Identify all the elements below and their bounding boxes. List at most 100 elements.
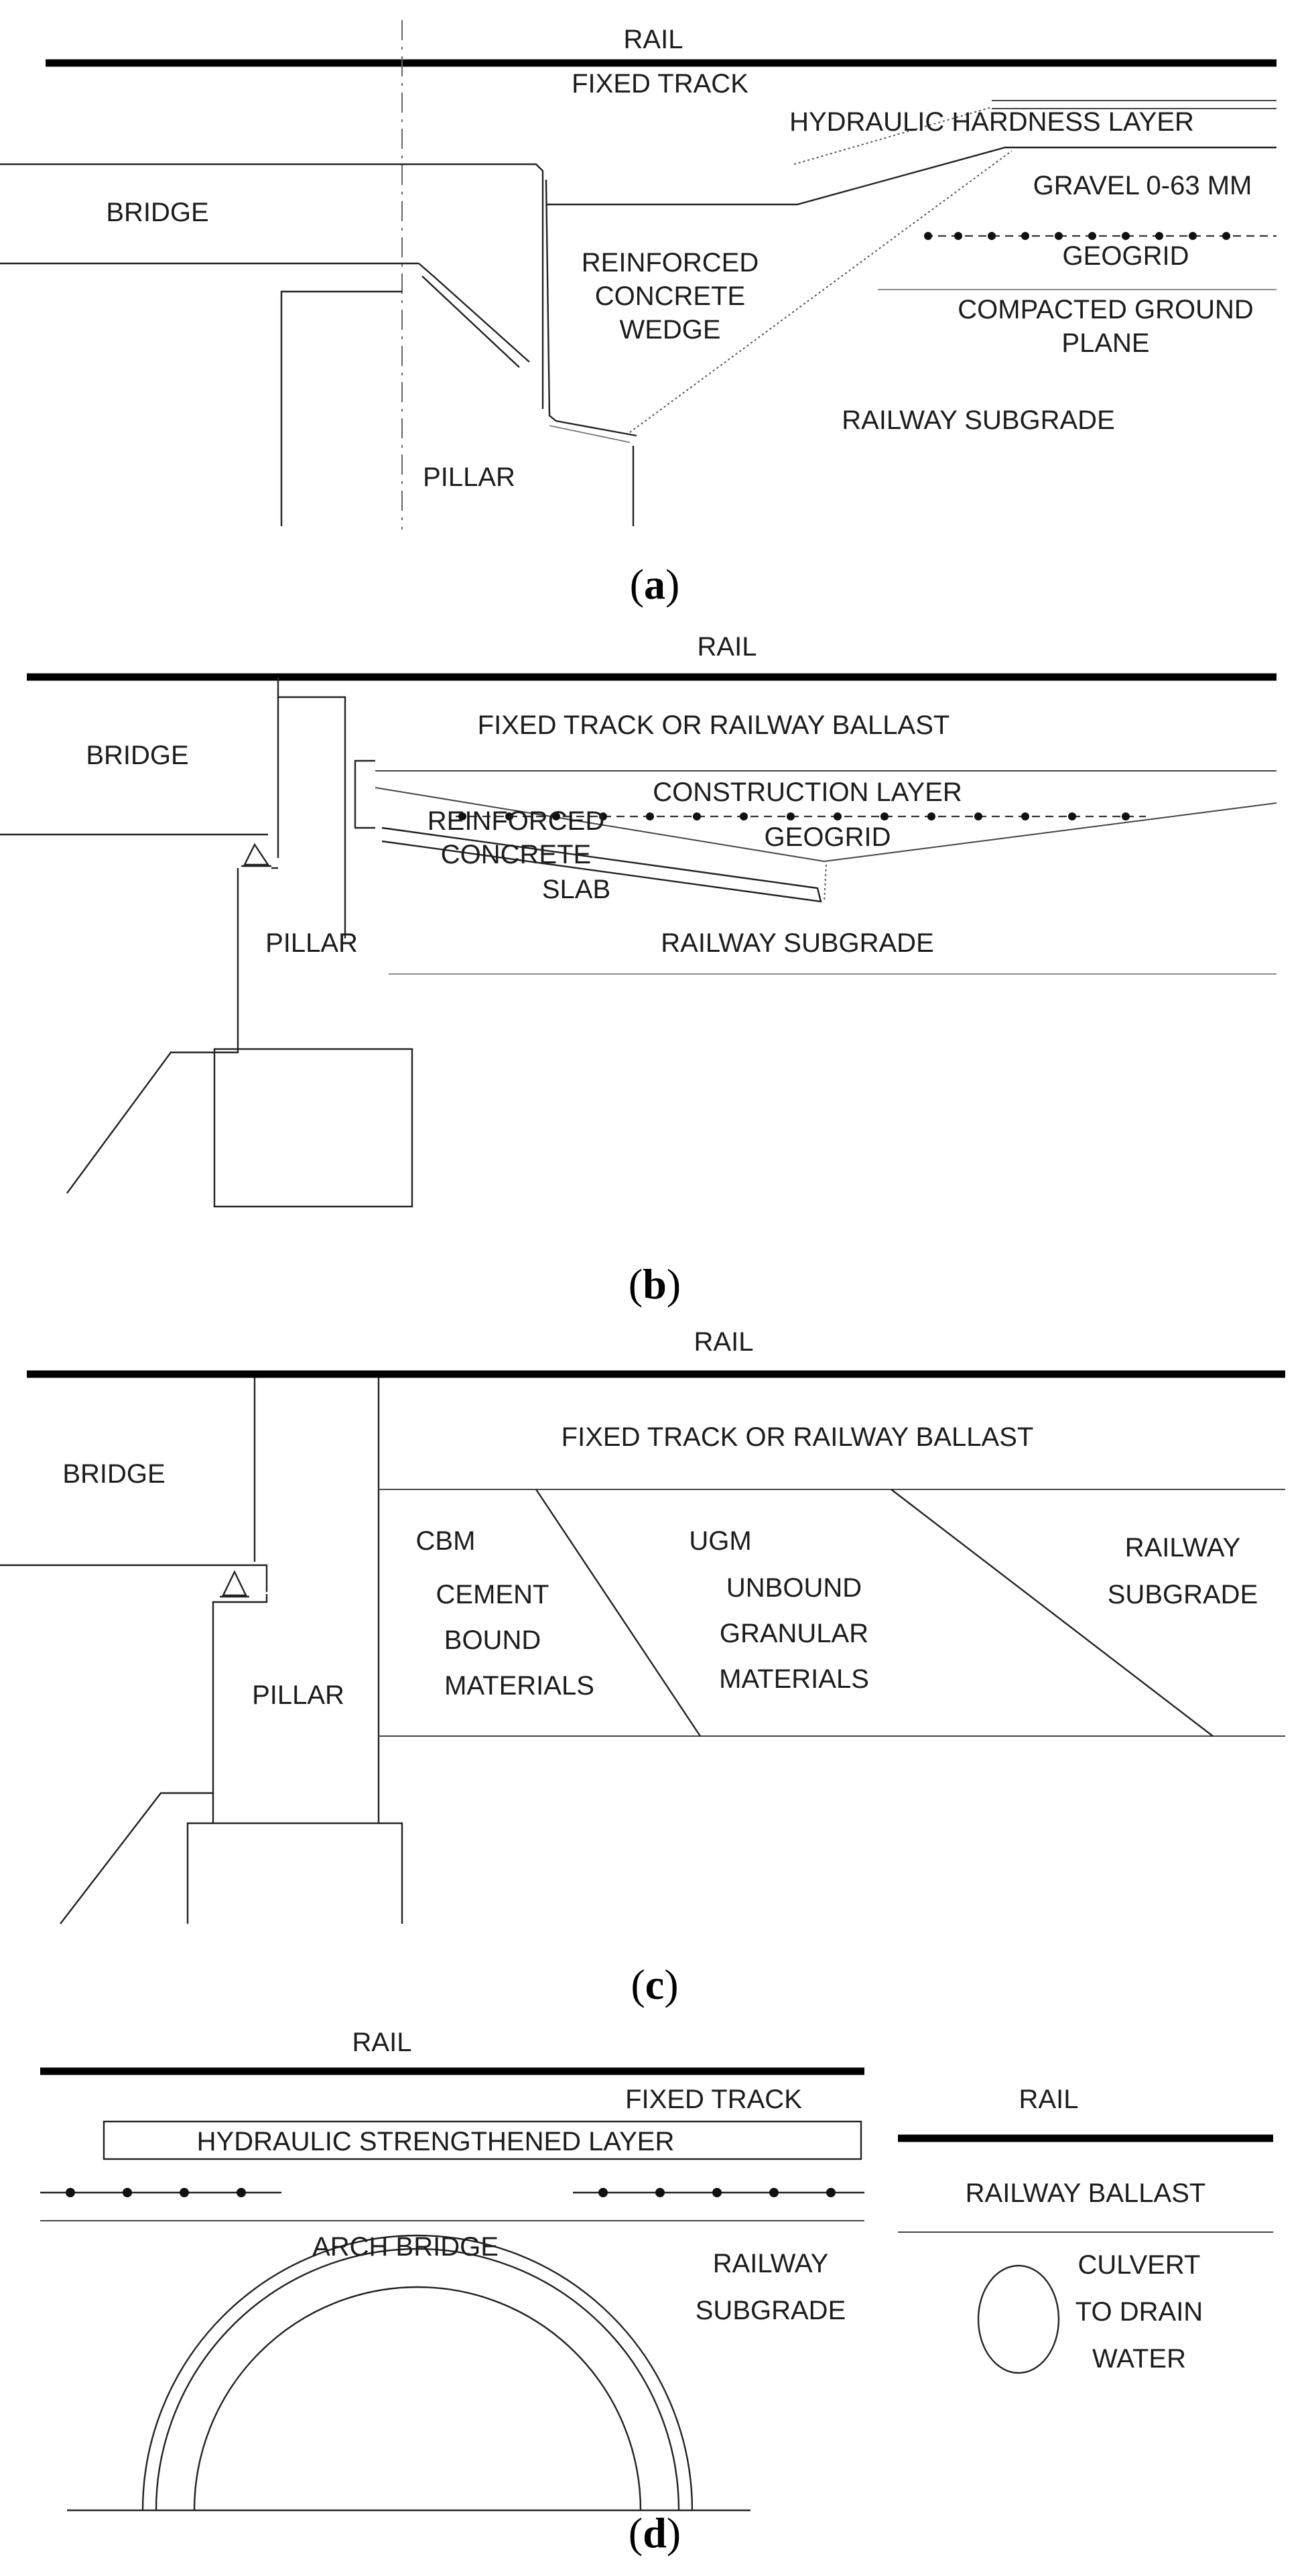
label-rc-wedge-2: CONCRETE	[595, 282, 745, 311]
panel-d: RAIL FIXED TRACK HYDRAULIC STRENGTHENED …	[40, 2028, 1273, 2557]
label-ugm-2: GRANULAR	[720, 1619, 868, 1648]
cbm-ugm-boundary	[535, 1489, 701, 1737]
approach-slab-bottom	[421, 275, 520, 368]
bearing-symbol	[222, 1570, 247, 1597]
geogrid-node	[646, 812, 654, 820]
label-bridge: BRIDGE	[62, 1459, 165, 1489]
slab-end-mark	[824, 864, 827, 902]
geogrid-node	[1021, 232, 1029, 240]
wedge-bottom-hatch	[549, 425, 631, 443]
label-rail: RAIL	[698, 632, 757, 662]
geogrid-node	[954, 232, 962, 240]
label-arch-bridge: ARCH BRIDGE	[312, 2232, 499, 2262]
label-geogrid: GEOGRID	[1063, 241, 1189, 271]
label-construction-layer: CONSTRUCTION LAYER	[653, 778, 962, 807]
pillar-cap	[277, 677, 346, 938]
label-geogrid: GEOGRID	[765, 822, 891, 852]
geogrid-node	[826, 2188, 836, 2197]
label-fixed-track: FIXED TRACK	[625, 2085, 802, 2114]
geogrid-node	[787, 812, 795, 820]
label-subgrade-1: RAILWAY	[713, 2249, 829, 2278]
geogrid-node	[1088, 232, 1096, 240]
geogrid-nodes	[924, 232, 1230, 240]
label-cbm-3: MATERIALS	[444, 1671, 594, 1701]
geogrid-node	[693, 812, 701, 820]
arch-inner-ring	[193, 2286, 642, 2511]
label-compacted-ground-2: PLANE	[1061, 328, 1149, 358]
wedge-diagonal	[629, 150, 1012, 433]
geogrid-node	[599, 812, 607, 820]
panel-c: RAIL FIXED TRACK OR RAILWAY BALLAST BRID…	[0, 1327, 1285, 2008]
label-rc-slab-3: SLAB	[542, 875, 610, 904]
geogrid-node	[1122, 812, 1130, 820]
geogrid-node	[769, 2188, 779, 2197]
geogrid-node	[880, 812, 889, 820]
hydraulic-layer-slope	[793, 107, 992, 165]
approach-slab-top	[418, 263, 530, 363]
geogrid-node	[924, 232, 932, 240]
panel-a-caption: (a)	[630, 560, 680, 608]
label-cbm-1: CEMENT	[436, 1580, 549, 1609]
label-bridge: BRIDGE	[86, 741, 188, 770]
label-pillar: PILLAR	[423, 463, 515, 492]
label-culvert-1: CULVERT	[1077, 2250, 1200, 2280]
geogrid-node	[180, 2188, 189, 2197]
label-rc-slab-2: CONCRETE	[441, 840, 591, 869]
pillar-outline	[280, 290, 402, 526]
geogrid-node	[66, 2188, 75, 2197]
label-subgrade-2: SUBGRADE	[696, 2296, 846, 2325]
geogrid-node	[834, 812, 842, 820]
label-bridge: BRIDGE	[106, 198, 208, 227]
geogrid-node	[927, 812, 935, 820]
geogrid-node	[598, 2188, 608, 2197]
label-pillar: PILLAR	[265, 928, 358, 958]
geogrid-node	[740, 812, 748, 820]
panel-b: RAIL FIXED TRACK OR RAILWAY BALLAST BRID…	[0, 632, 1277, 1308]
ugm-subgrade-boundary	[891, 1489, 1214, 1737]
geogrid-node	[655, 2188, 665, 2197]
label-hydraulic-layer: HYDRAULIC STRENGTHENED LAYER	[197, 2127, 675, 2156]
geogrid-node	[237, 2188, 246, 2197]
wedge-left-edge	[545, 179, 637, 437]
label-rc-wedge-3: WEDGE	[619, 315, 720, 345]
label-rc-wedge-1: REINFORCED	[582, 248, 759, 278]
arch-outer-ring	[141, 2234, 694, 2511]
geogrid-node	[1021, 812, 1029, 820]
label-culvert-2: TO DRAIN	[1075, 2297, 1203, 2327]
geogrid-node	[1122, 232, 1130, 240]
wedge-top-line	[546, 146, 1276, 206]
slab-outline	[381, 826, 822, 903]
label-compacted-ground-1: COMPACTED GROUND	[958, 295, 1253, 324]
label-rail-right: RAIL	[1019, 2085, 1079, 2114]
label-rail: RAIL	[624, 25, 683, 54]
geogrid-node	[1068, 812, 1076, 820]
geogrid-node	[988, 232, 996, 240]
geogrid-node	[1155, 232, 1163, 240]
pillar-left-outline	[60, 1594, 268, 1924]
label-subgrade-2: SUBGRADE	[1108, 1580, 1258, 1609]
pillar-outline	[66, 868, 239, 1194]
label-fixed-track: FIXED TRACK OR RAILWAY BALLAST	[562, 1422, 1034, 1452]
label-subgrade-1: RAILWAY	[1125, 1533, 1241, 1562]
panel-c-caption: (c)	[631, 1961, 678, 2008]
geogrid-node	[458, 812, 466, 820]
label-cbm-2: BOUND	[444, 1626, 541, 1655]
geogrid-node	[123, 2188, 132, 2197]
label-gravel: GRAVEL 0-63 MM	[1033, 171, 1252, 200]
geogrid-node	[974, 812, 982, 820]
label-rc-slab-1: REINFORCED	[428, 806, 604, 836]
culvert-circle	[977, 2264, 1060, 2374]
label-culvert-3: WATER	[1092, 2344, 1186, 2374]
foundation-block	[213, 1048, 413, 1208]
bearing-symbol	[243, 843, 270, 866]
geogrid-node	[505, 812, 513, 820]
foundation-block	[186, 1822, 403, 1924]
label-pillar: PILLAR	[252, 1680, 344, 1710]
arch-middle-ring	[155, 2248, 680, 2511]
geogrid-nodes	[66, 2188, 836, 2197]
construction-layer-bottom	[375, 787, 1277, 863]
label-fixed-track: FIXED TRACK OR RAILWAY BALLAST	[478, 711, 950, 740]
slab-bracket	[354, 759, 375, 829]
